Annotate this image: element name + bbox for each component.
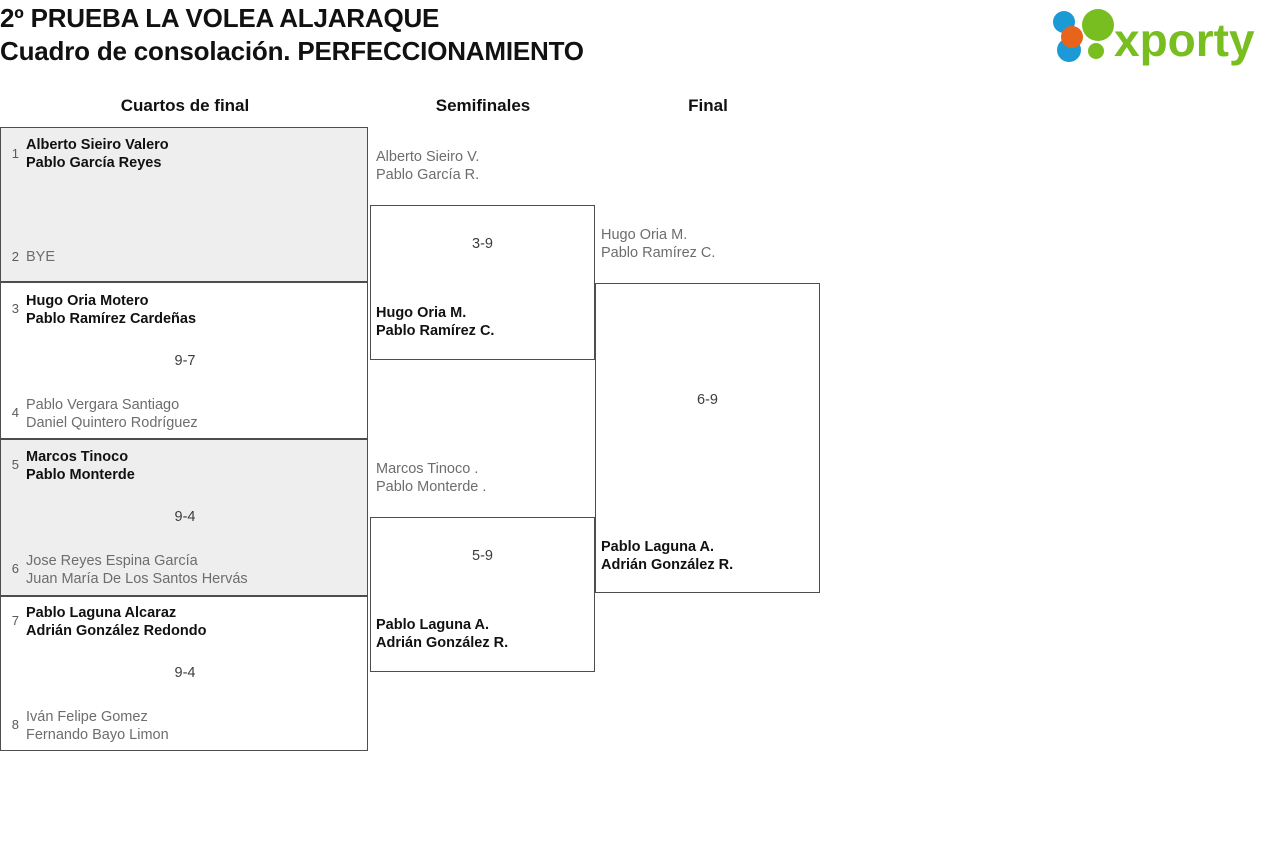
match-qf-1[interactable] <box>0 127 368 282</box>
seed-number-3: 3 <box>11 301 19 316</box>
tournament-name: 2º PRUEBA LA VOLEA ALJARAQUE <box>0 3 440 33</box>
qf3-team-top: Marcos Tinoco Pablo Monterde <box>26 448 135 484</box>
bracket-subtitle: Cuadro de consolación. PERFECCIONAMIENTO <box>0 36 584 66</box>
qf2-team-bottom-player1: Pablo Vergara Santiago <box>26 397 180 413</box>
sf1-team-top-player2: Pablo García R. <box>376 167 480 183</box>
qf4-score: 9-4 <box>174 665 196 681</box>
qf2-team-top-player2: Pablo Ramírez Cardeñas <box>26 311 197 327</box>
qf4-team-top-player2: Adrián González Redondo <box>26 623 207 639</box>
round-header-quarterfinals: Cuartos de final <box>120 96 250 115</box>
qf2-team-top-player1: Hugo Oria Motero <box>26 293 149 309</box>
sf2-team-bottom-player2: Adrián González R. <box>376 635 509 651</box>
sf2-score: 5-9 <box>472 548 493 564</box>
match-qf-4[interactable] <box>0 596 368 751</box>
sf2-team-top-player2: Pablo Monterde . <box>376 479 487 495</box>
sf1-team-bottom-player1: Hugo Oria M. <box>376 305 467 321</box>
sf2-team-top: Marcos Tinoco . Pablo Monterde . <box>376 460 486 496</box>
qf2-team-bottom: Pablo Vergara Santiago Daniel Quintero R… <box>26 396 198 432</box>
sf1-team-bottom-player2: Pablo Ramírez C. <box>376 323 495 339</box>
seed-number-4: 4 <box>11 405 19 420</box>
sf1-team-bottom: Hugo Oria M. Pablo Ramírez C. <box>376 304 494 340</box>
logo-dot-green-large <box>1082 9 1114 41</box>
seed-number-7: 7 <box>11 613 19 628</box>
final-team-bottom-player2: Adrián González R. <box>601 557 734 573</box>
final-score: 6-9 <box>697 392 718 408</box>
qf4-team-top: Pablo Laguna Alcaraz Adrián González Red… <box>26 604 206 640</box>
qf2-team-bottom-player2: Daniel Quintero Rodríguez <box>26 415 198 431</box>
qf3-team-top-player1: Marcos Tinoco <box>26 449 129 465</box>
xporty-logo-graphic: xporty <box>1053 9 1255 66</box>
qf1-team-bottom: BYE <box>26 248 55 266</box>
final-team-top-player1: Hugo Oria M. <box>601 227 688 243</box>
sf2-team-bottom-player1: Pablo Laguna A. <box>376 617 490 633</box>
final-team-top: Hugo Oria M. Pablo Ramírez C. <box>601 226 715 262</box>
seed-number-5: 5 <box>11 457 19 472</box>
final-team-top-player2: Pablo Ramírez C. <box>601 245 716 261</box>
sf1-team-top-player1: Alberto Sieiro V. <box>376 149 480 165</box>
qf1-team-top-player1: Alberto Sieiro Valero <box>26 137 169 153</box>
match-sf-2[interactable] <box>370 517 595 672</box>
sf2-team-top-player1: Marcos Tinoco . <box>376 461 479 477</box>
logo-dot-orange <box>1061 26 1083 48</box>
final-team-bottom: Pablo Laguna A. Adrián González R. <box>601 538 733 574</box>
sf2-team-bottom: Pablo Laguna A. Adrián González R. <box>376 616 508 652</box>
match-final[interactable] <box>595 283 820 593</box>
seed-number-8: 8 <box>11 717 19 732</box>
qf4-team-bottom-player2: Fernando Bayo Limon <box>26 727 169 743</box>
sf1-team-top: Alberto Sieiro V. Pablo García R. <box>376 148 479 184</box>
seed-number-1: 1 <box>11 146 19 161</box>
final-team-bottom-player1: Pablo Laguna A. <box>601 539 715 555</box>
xporty-logo: xporty <box>1046 6 1276 68</box>
qf3-team-bottom-player2: Juan María De Los Santos Hervás <box>26 571 248 587</box>
match-sf-1[interactable] <box>370 205 595 360</box>
qf4-team-bottom: Iván Felipe Gomez Fernando Bayo Limon <box>26 708 169 744</box>
qf4-team-top-player1: Pablo Laguna Alcaraz <box>26 605 177 621</box>
qf3-team-top-player2: Pablo Monterde <box>26 467 135 483</box>
qf2-team-top: Hugo Oria Motero Pablo Ramírez Cardeñas <box>26 292 196 328</box>
match-qf-3[interactable] <box>0 439 368 596</box>
logo-dot-green-small <box>1088 43 1104 59</box>
qf1-team-top-player2: Pablo García Reyes <box>26 155 162 171</box>
qf3-score: 9-4 <box>174 509 196 525</box>
match-qf-2[interactable] <box>0 282 368 439</box>
seed-number-2: 2 <box>11 249 19 264</box>
qf4-team-bottom-player1: Iván Felipe Gomez <box>26 709 148 725</box>
qf3-team-bottom-player1: Jose Reyes Espina García <box>26 553 198 569</box>
qf3-team-bottom: Jose Reyes Espina García Juan María De L… <box>26 552 248 588</box>
qf1-team-bottom-player1: BYE <box>26 249 56 265</box>
seed-number-6: 6 <box>11 561 19 576</box>
round-header-semifinals: Semifinales <box>435 96 531 115</box>
page-title: 2º PRUEBA LA VOLEA ALJARAQUE Cuadro de c… <box>0 2 900 68</box>
qf2-score: 9-7 <box>174 353 196 369</box>
logo-wordmark: xporty <box>1114 14 1255 66</box>
sf1-score: 3-9 <box>472 236 493 252</box>
round-header-final: Final <box>688 96 728 115</box>
qf1-team-top: Alberto Sieiro Valero Pablo García Reyes <box>26 136 169 172</box>
